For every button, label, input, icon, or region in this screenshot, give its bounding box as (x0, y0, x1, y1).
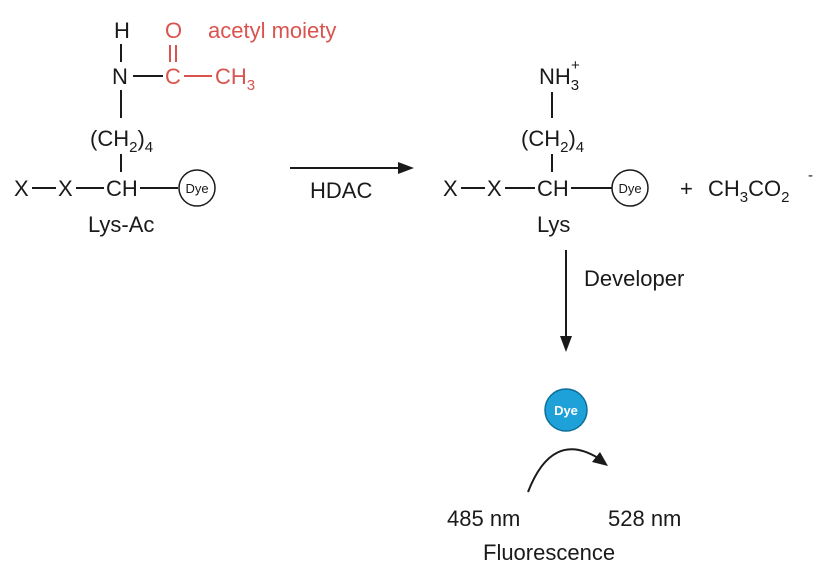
product-dye-label: Dye (618, 181, 641, 196)
product-nh3: NH3 (539, 64, 579, 94)
hdac-reaction-arrow: HDAC (290, 162, 414, 203)
substrate-h-atom: H (114, 18, 130, 43)
free-dye-label: Dye (554, 403, 578, 418)
substrate-ch2-chain: (CH2)4 (90, 126, 153, 156)
developer-arrow: Developer (560, 250, 684, 352)
excitation-wavelength: 485 nm (447, 506, 520, 531)
fluorescence-curve-arrow (527, 448, 599, 493)
product-x2: X (487, 176, 502, 201)
substrate-x1: X (14, 176, 29, 201)
fluorescence-arrow-head (592, 452, 608, 466)
product-name: Lys (537, 212, 570, 237)
substrate-dye-circle (178, 169, 216, 207)
acetate: CH3CO2 (708, 176, 789, 206)
product-x1: X (443, 176, 458, 201)
product-nh3-charge: + (571, 57, 580, 74)
emission-wavelength: 528 nm (608, 506, 681, 531)
substrate-lys-ac: H N O C CH3 acetyl moiety (CH2)4 X X CH … (14, 18, 336, 237)
acetyl-o-atom: O (165, 18, 182, 43)
product-ch2-chain: (CH2)4 (521, 126, 584, 156)
free-dye: Dye 485 nm 528 nm Fluorescence (447, 388, 681, 565)
product-lys: NH3 + (CH2)4 X X CH Dye Lys + CH3CO2 - (443, 57, 813, 237)
acetyl-ch3: CH3 (215, 64, 255, 94)
free-dye-circle (544, 388, 588, 432)
product-ch: CH (537, 176, 569, 201)
substrate-x2: X (58, 176, 73, 201)
acetate-charge: - (808, 167, 813, 184)
reaction-arrow-head (398, 162, 414, 174)
acetyl-c-atom: C (165, 64, 181, 89)
substrate-name: Lys-Ac (88, 212, 154, 237)
developer-label: Developer (584, 266, 684, 291)
plus-sign: + (680, 176, 693, 201)
acetyl-moiety-label: acetyl moiety (208, 18, 336, 43)
substrate-n-atom: N (112, 64, 128, 89)
substrate-dye-label: Dye (185, 181, 208, 196)
product-dye-circle (611, 169, 649, 207)
substrate-ch: CH (106, 176, 138, 201)
fluorescence-label: Fluorescence (483, 540, 615, 565)
developer-arrow-head (560, 336, 572, 352)
enzyme-label: HDAC (310, 178, 372, 203)
